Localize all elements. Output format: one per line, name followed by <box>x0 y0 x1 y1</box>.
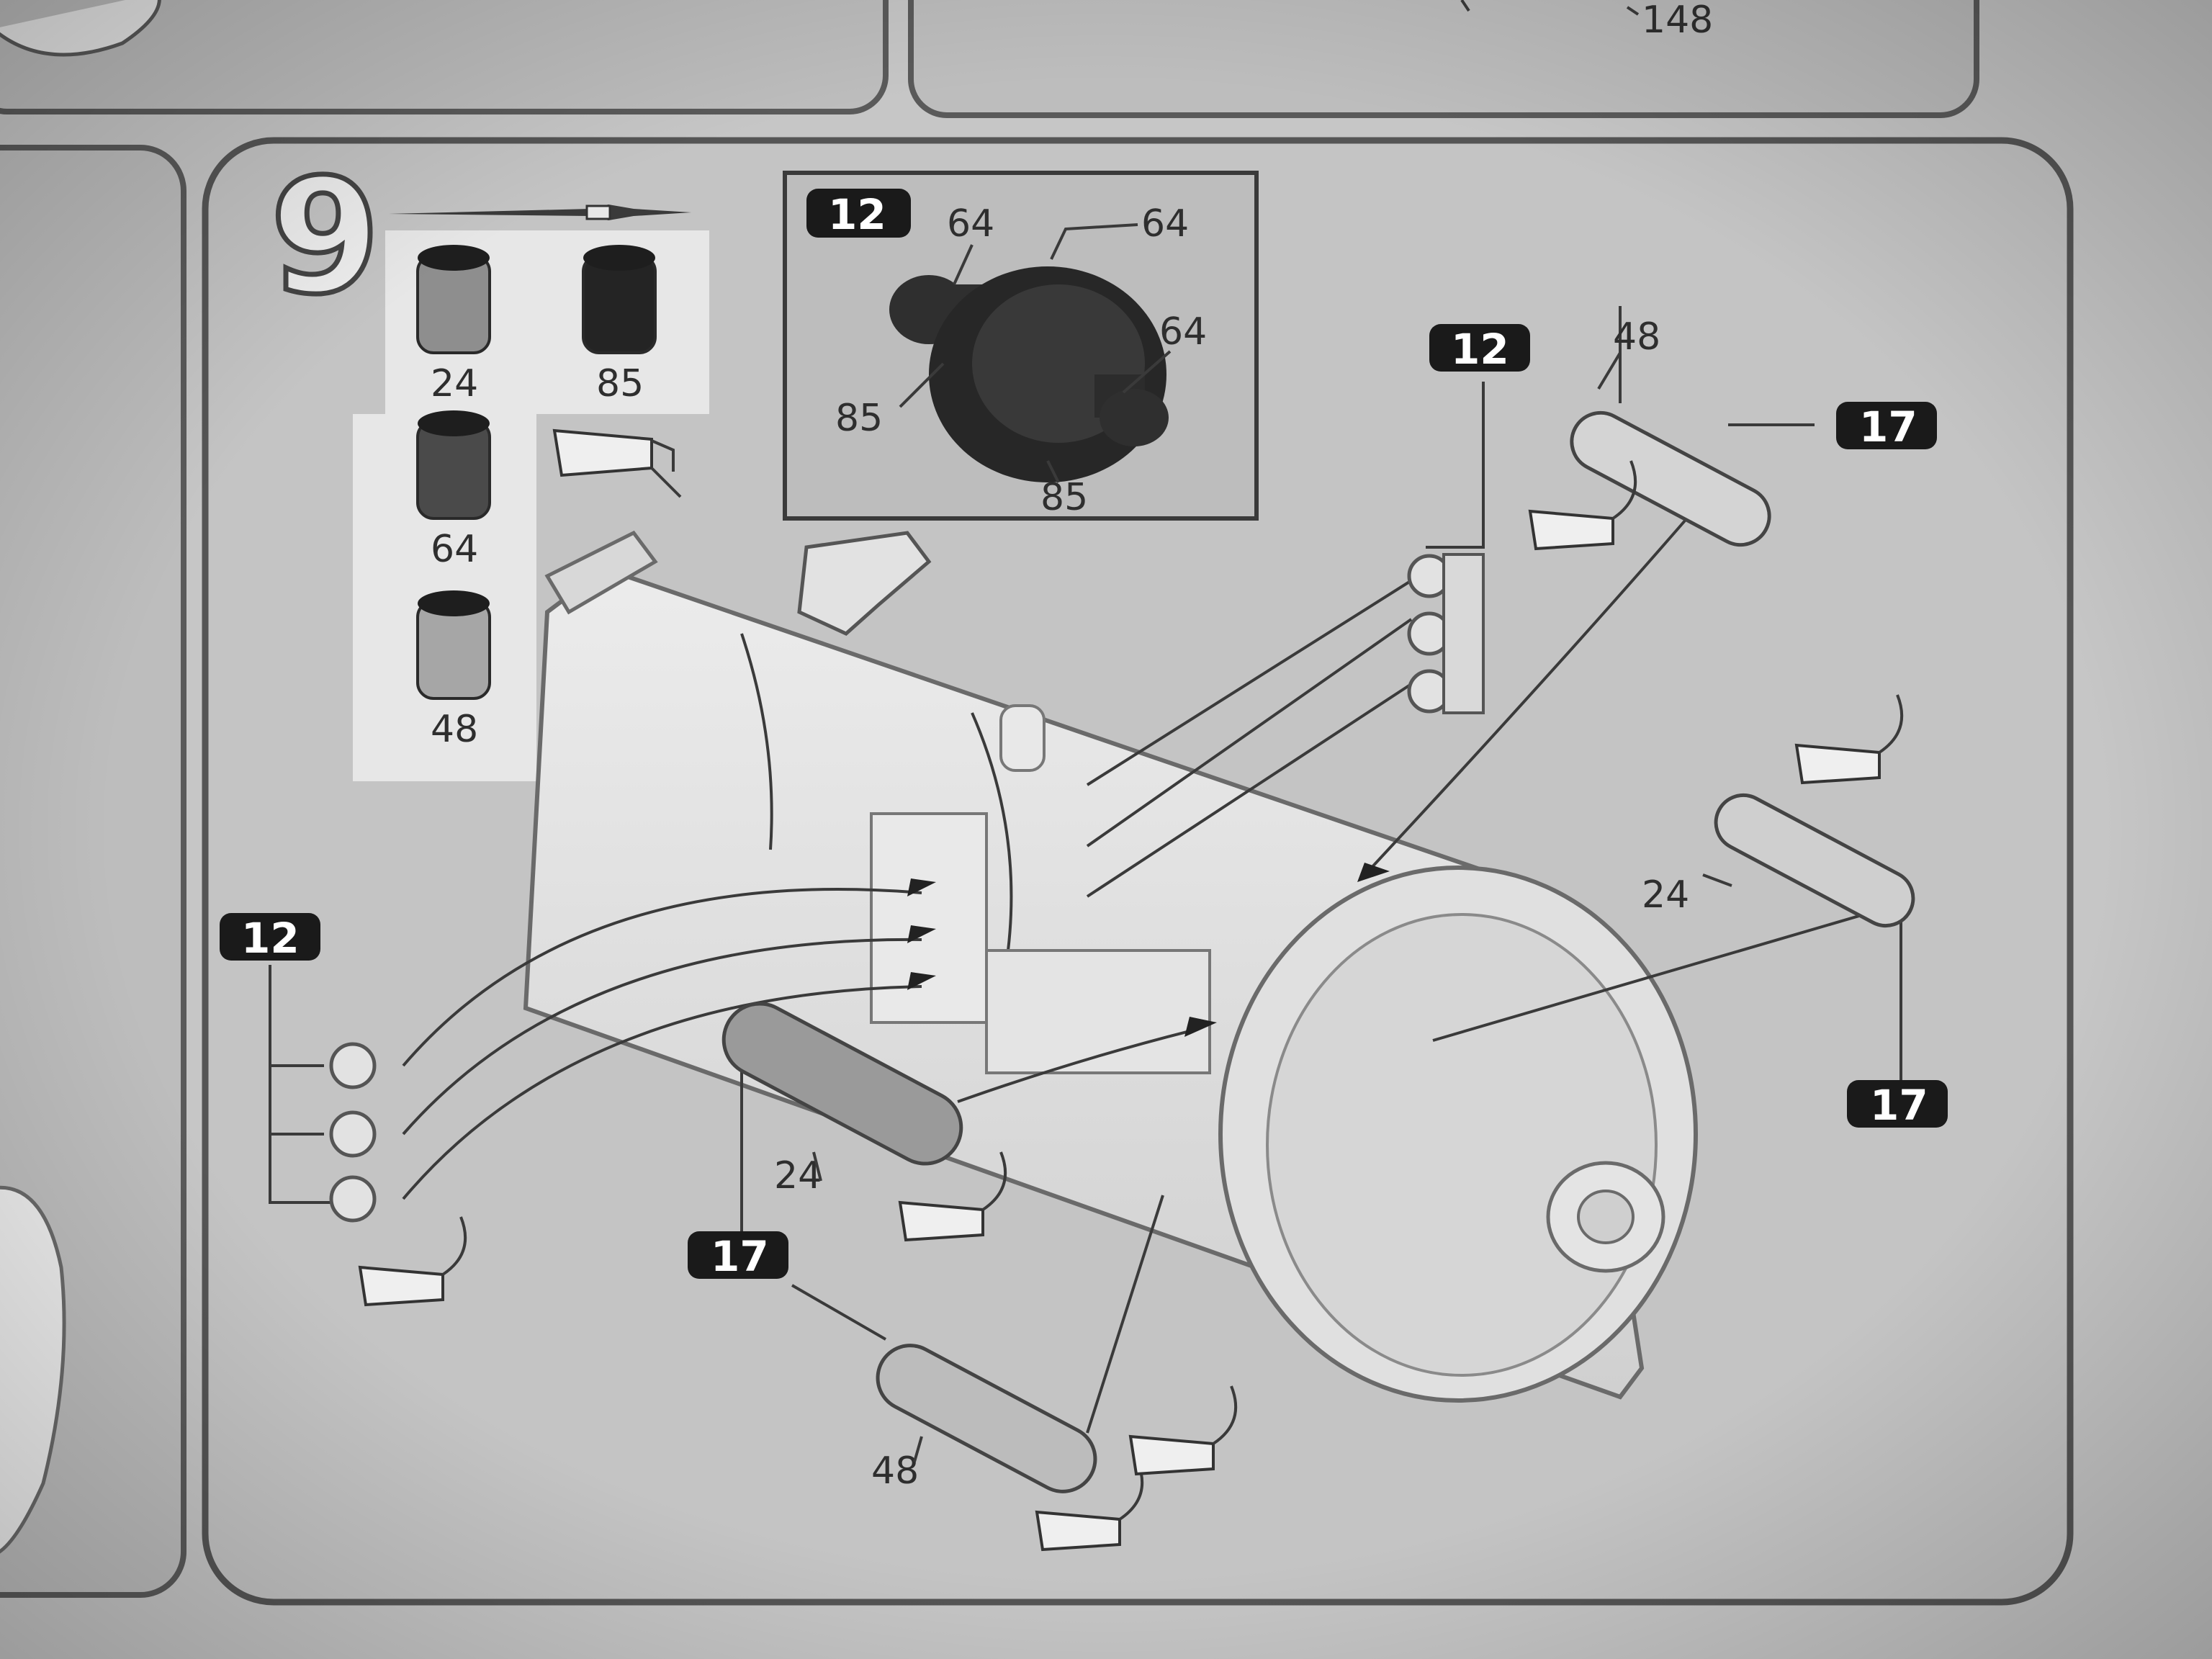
top-part-number: 148 <box>1642 0 1713 42</box>
svg-text:64: 64 <box>1141 202 1189 246</box>
svg-text:64: 64 <box>1159 310 1207 354</box>
svg-text:85: 85 <box>1040 476 1088 519</box>
svg-text:85: 85 <box>835 397 883 440</box>
svg-text:12: 12 <box>1451 325 1509 374</box>
label-cylinder-mid-right: 24 <box>1642 873 1689 917</box>
bracket-set-left <box>329 1042 377 1223</box>
step-number: 9 <box>270 145 380 329</box>
badge-left-mid: 12 <box>220 913 320 963</box>
paint-code: 24 <box>431 362 478 405</box>
paint-code: 64 <box>431 528 478 571</box>
paint-code: 48 <box>431 708 478 751</box>
paint-code: 85 <box>596 362 644 405</box>
badge-far-right-top: 17 <box>1836 402 1937 451</box>
bracket-set-right <box>1407 553 1485 714</box>
badge-right-top: 12 <box>1429 324 1530 374</box>
svg-text:12: 12 <box>241 914 300 963</box>
svg-text:17: 17 <box>1870 1081 1928 1130</box>
label-cylinder-top-right: 48 <box>1613 315 1660 359</box>
badge-bottom-left: 17 <box>688 1231 788 1281</box>
tank-end-flange <box>1546 1161 1665 1273</box>
label-cylinder-bottom: 48 <box>871 1449 919 1493</box>
inset-detail: 12 64 64 64 85 85 <box>783 171 1259 521</box>
badge-bottom-right: 17 <box>1847 1080 1948 1130</box>
svg-text:64: 64 <box>947 202 994 246</box>
svg-text:17: 17 <box>711 1232 769 1281</box>
svg-text:17: 17 <box>1859 403 1917 451</box>
svg-text:12: 12 <box>828 190 886 239</box>
panel-top-right <box>908 0 1979 118</box>
